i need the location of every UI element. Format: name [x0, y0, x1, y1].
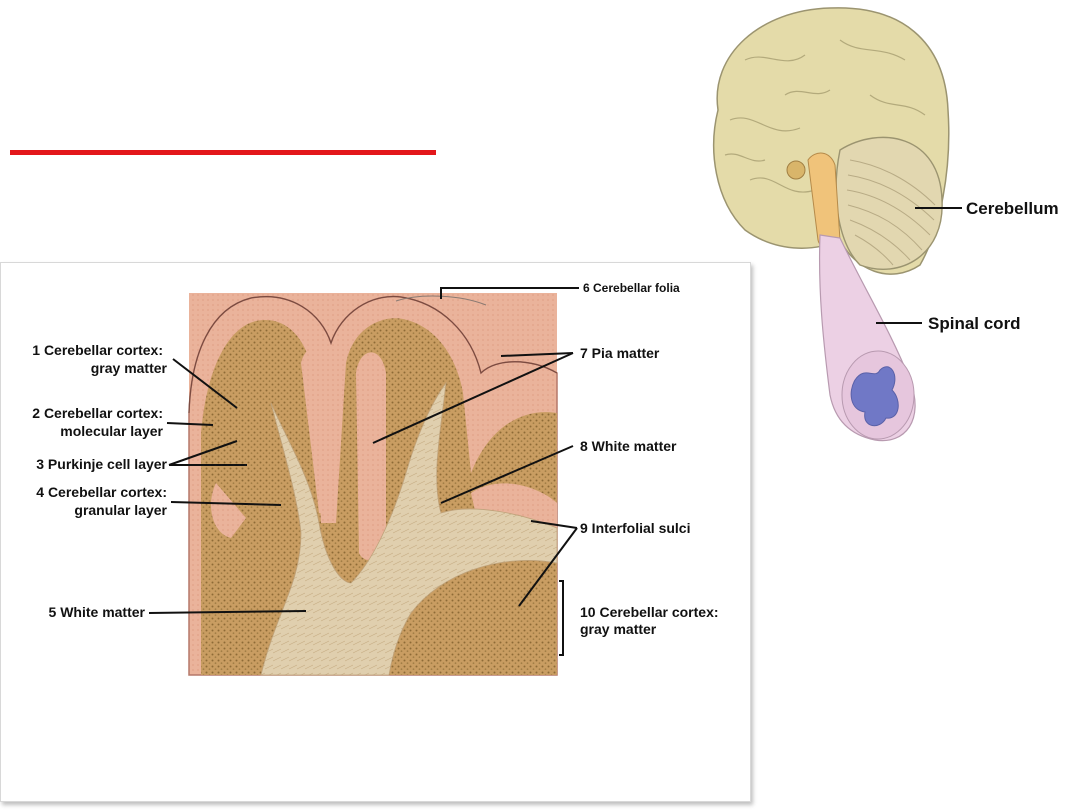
spinal-cord-label: Spinal cord — [928, 314, 1021, 333]
label-3: 3 Purkinje cell layer — [36, 456, 167, 472]
label-9: 9 Interfolial sulci — [580, 520, 690, 536]
label-5: 5 White matter — [49, 604, 146, 620]
label-4-line2: granular layer — [74, 502, 167, 518]
brain-figure: Cerebellum Spinal cord — [713, 7, 1059, 442]
label-7: 7 Pia matter — [580, 345, 660, 361]
label-1-line1: 1 Cerebellar cortex: — [32, 342, 163, 358]
label-10-line2: gray matter — [580, 621, 657, 637]
cerebellum-label: Cerebellum — [966, 199, 1059, 218]
label-6: 6 Cerebellar folia — [583, 281, 680, 295]
label-2-line1: 2 Cerebellar cortex: — [32, 405, 163, 421]
histology-panel: 1 Cerebellar cortex: gray matter 2 Cereb… — [0, 262, 751, 802]
title-accent-line — [10, 150, 436, 155]
leader-lines — [148, 287, 579, 656]
cerebellar-folia-diagram: 1 Cerebellar cortex: gray matter 2 Cereb… — [32, 281, 719, 676]
label-1-line2: gray matter — [91, 360, 168, 376]
brain-illustration — [713, 7, 950, 442]
label-2-line2: molecular layer — [60, 423, 163, 439]
label-10-line1: 10 Cerebellar cortex: — [580, 604, 719, 620]
label-8: 8 White matter — [580, 438, 677, 454]
white-matter-region — [260, 381, 558, 676]
label-4-line1: 4 Cerebellar cortex: — [36, 484, 167, 500]
pia-surface-line — [188, 295, 558, 414]
tissue-section — [188, 293, 558, 676]
